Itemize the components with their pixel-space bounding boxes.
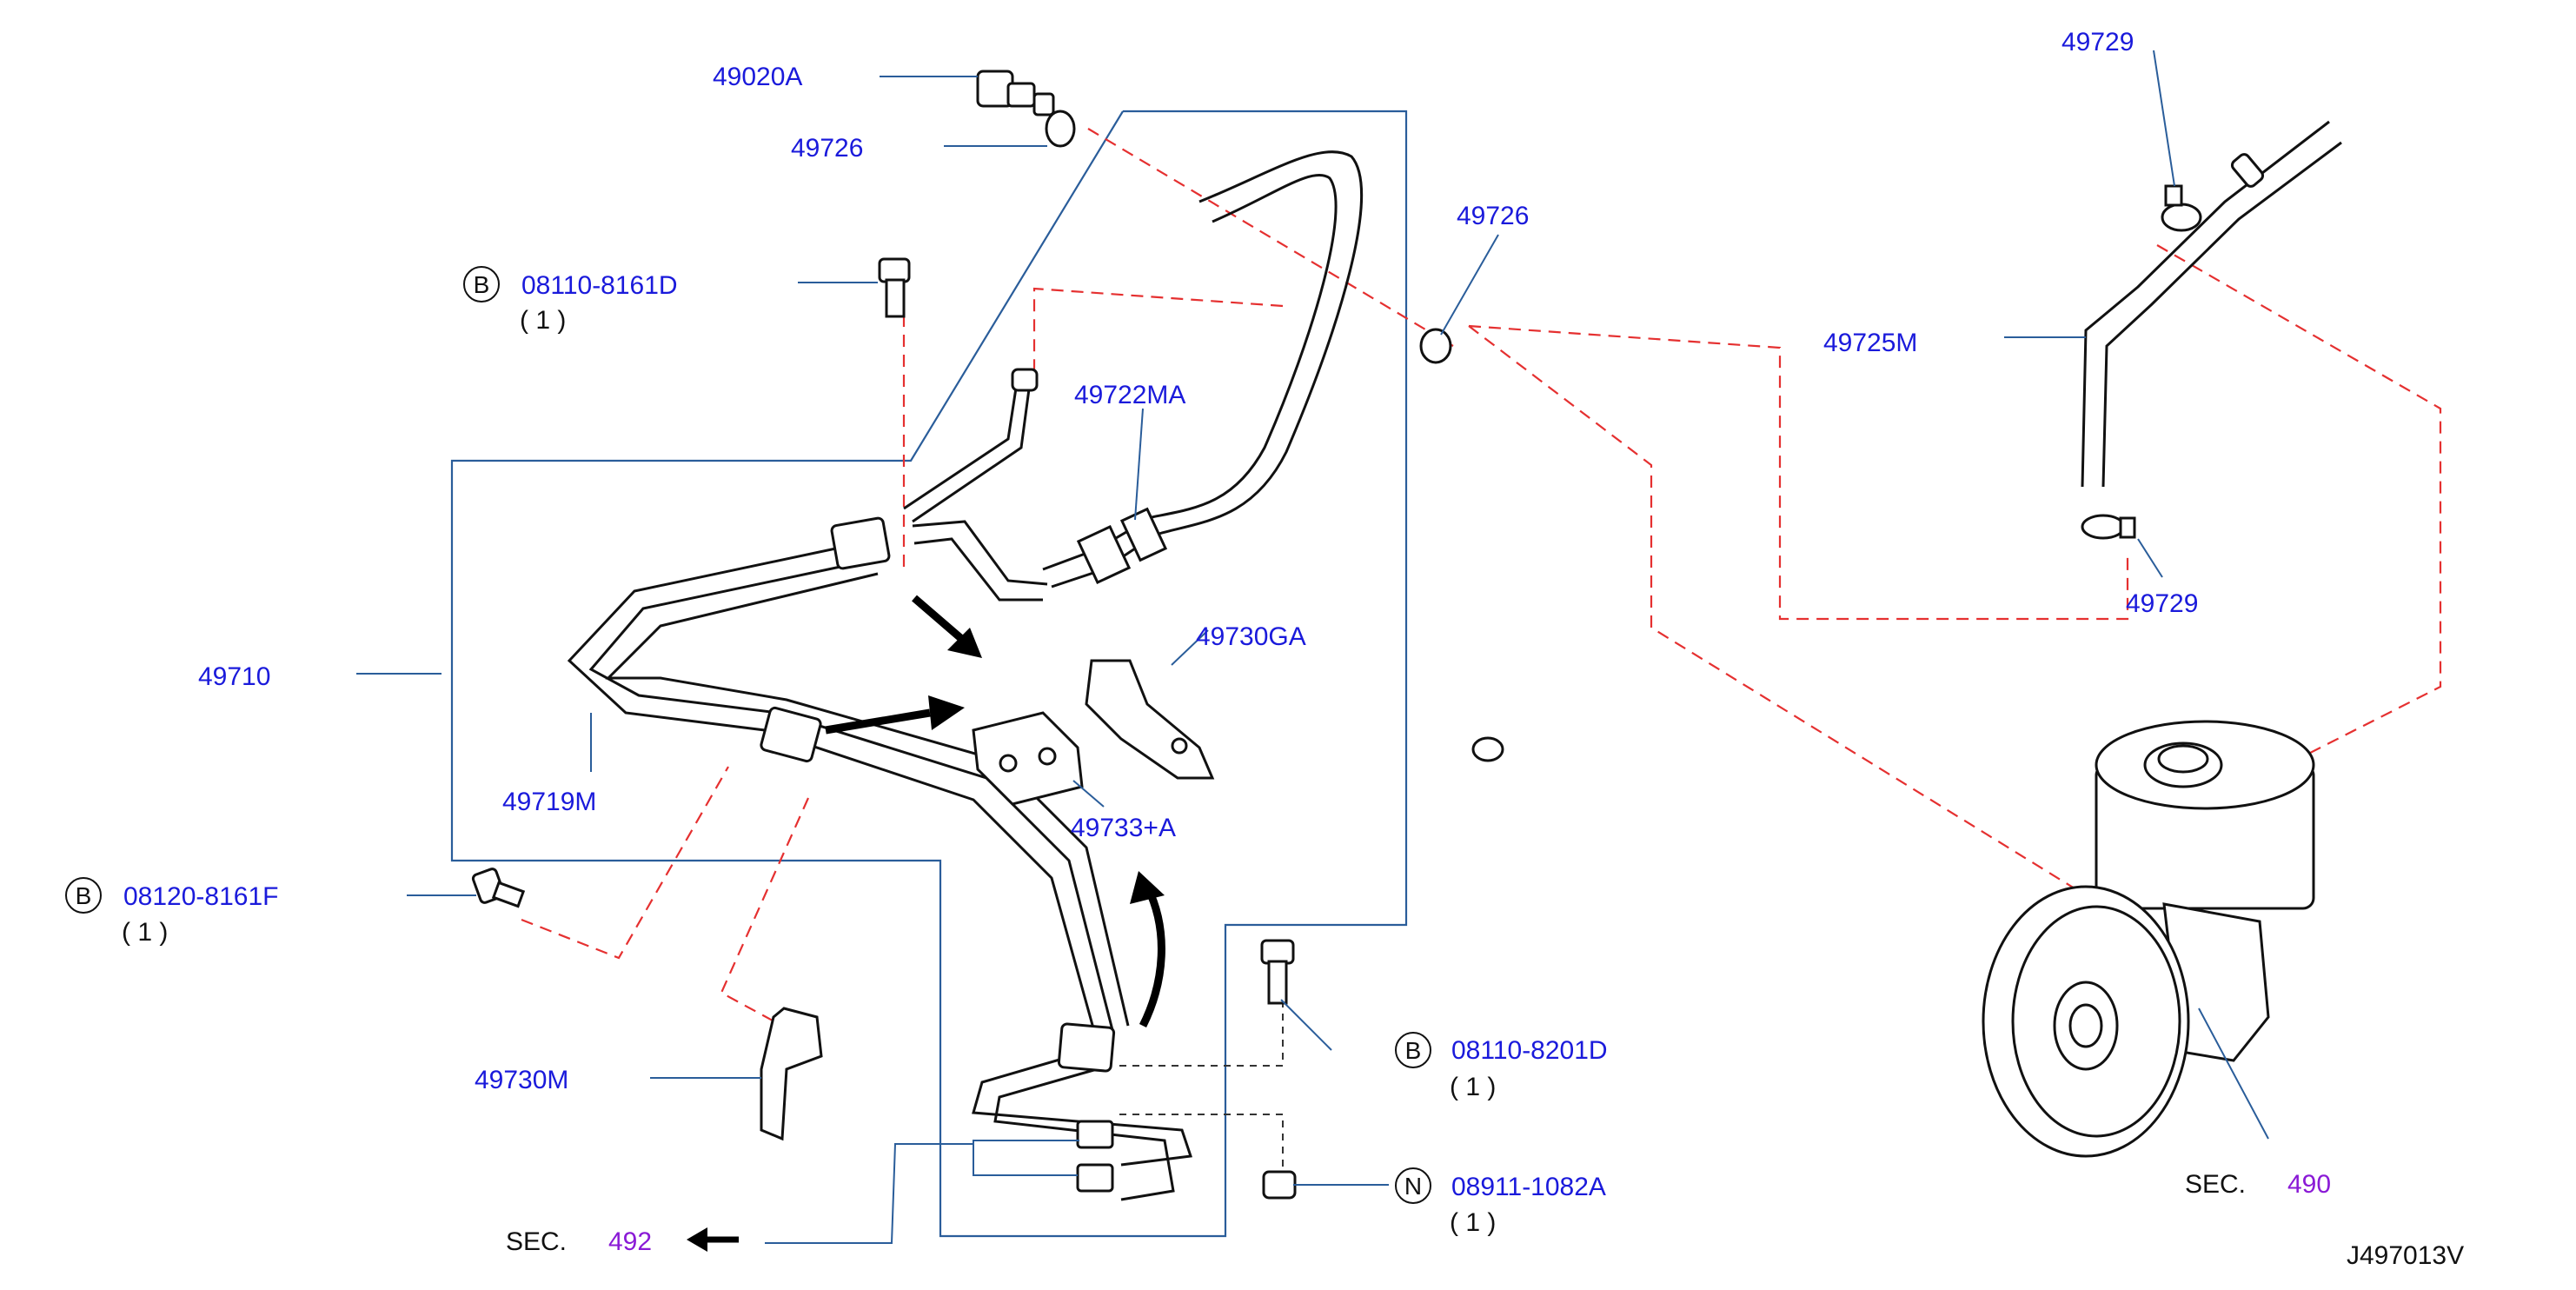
callout-code: 08911-1082A bbox=[1451, 1173, 1606, 1201]
callout-code: 08110-8201D bbox=[1451, 1036, 1608, 1065]
label-49730GA: 49730GA bbox=[1196, 622, 1306, 651]
part-labels: 49020A 49726 49726 49729 49725M 49729 49… bbox=[198, 28, 2198, 1094]
section-prefix: SEC. bbox=[506, 1227, 567, 1256]
label-49722MA: 49722MA bbox=[1074, 381, 1185, 409]
nut-callout-08911-1082A: N 08911-1082A ( 1 ) bbox=[1395, 1167, 1606, 1237]
assembly-arrows bbox=[687, 595, 1165, 1252]
label-49733A: 49733+A bbox=[1071, 814, 1176, 842]
callout-code: 08120-8161F bbox=[123, 882, 278, 911]
label-49710: 49710 bbox=[198, 662, 270, 691]
callout-symbol: B bbox=[76, 882, 92, 909]
clamp-49729-bottom bbox=[2081, 514, 2136, 540]
callout-symbol: N bbox=[1404, 1173, 1422, 1200]
callout-qty: ( 1 ) bbox=[122, 918, 168, 947]
label-49719M: 49719M bbox=[502, 788, 596, 816]
label-49729-top: 49729 bbox=[2061, 28, 2134, 57]
callout-symbol: B bbox=[1405, 1037, 1422, 1064]
top-fitting-49020A bbox=[976, 70, 1055, 116]
bolt-callout-08120-8161F: B 08120-8161F ( 1 ) bbox=[65, 877, 278, 947]
label-49730M: 49730M bbox=[475, 1066, 568, 1094]
washer-49726-mid bbox=[1419, 328, 1452, 364]
section-prefix: SEC. bbox=[2185, 1170, 2246, 1199]
bolt-08110-8201D bbox=[1260, 939, 1295, 1005]
bolt-callout-08110-8161D: B 08110-8161D ( 1 ) bbox=[463, 266, 678, 335]
power-steering-pump bbox=[1982, 720, 2315, 1158]
section-ref-492[interactable]: SEC. 492 bbox=[506, 1227, 652, 1256]
diagram-code: J497013V bbox=[2347, 1241, 2464, 1270]
label-49729-bottom: 49729 bbox=[2126, 589, 2198, 618]
assembly-frame bbox=[450, 110, 1408, 1238]
clamp-49730GA bbox=[1085, 659, 1215, 780]
callout-qty: ( 1 ) bbox=[1450, 1073, 1496, 1101]
bracket-49730M bbox=[760, 1007, 823, 1141]
nut-08911-1082A bbox=[1262, 1170, 1297, 1200]
bolt-08110-8161D bbox=[878, 257, 911, 318]
small-nut bbox=[1471, 736, 1504, 762]
leader-lines bbox=[356, 50, 2269, 1244]
dashed-connectors bbox=[521, 128, 2442, 1037]
washer-49726-top bbox=[1045, 110, 1076, 148]
section-ref-490[interactable]: SEC. 490 bbox=[2185, 1170, 2331, 1199]
label-49020A: 49020A bbox=[713, 63, 802, 91]
clamp-49729-top bbox=[2161, 184, 2202, 232]
callout-symbol: B bbox=[474, 271, 490, 298]
black-dashed-connectors bbox=[1119, 1004, 1284, 1175]
section-number[interactable]: 490 bbox=[2287, 1170, 2331, 1199]
callout-code: 08110-8161D bbox=[521, 271, 678, 300]
label-49725M: 49725M bbox=[1823, 329, 1917, 357]
callout-qty: ( 1 ) bbox=[520, 306, 566, 335]
pipe-assembly bbox=[567, 150, 1363, 1201]
label-49726-top: 49726 bbox=[791, 134, 863, 163]
bolt-08120-8161F bbox=[471, 868, 526, 908]
label-49726-mid: 49726 bbox=[1457, 202, 1529, 230]
section-number[interactable]: 492 bbox=[608, 1227, 652, 1256]
reservoir-hose-49725M bbox=[2081, 120, 2342, 488]
callout-qty: ( 1 ) bbox=[1450, 1208, 1496, 1237]
bolt-callout-08110-8201D: B 08110-8201D ( 1 ) bbox=[1395, 1032, 1608, 1101]
insulator-49733A bbox=[972, 711, 1084, 806]
